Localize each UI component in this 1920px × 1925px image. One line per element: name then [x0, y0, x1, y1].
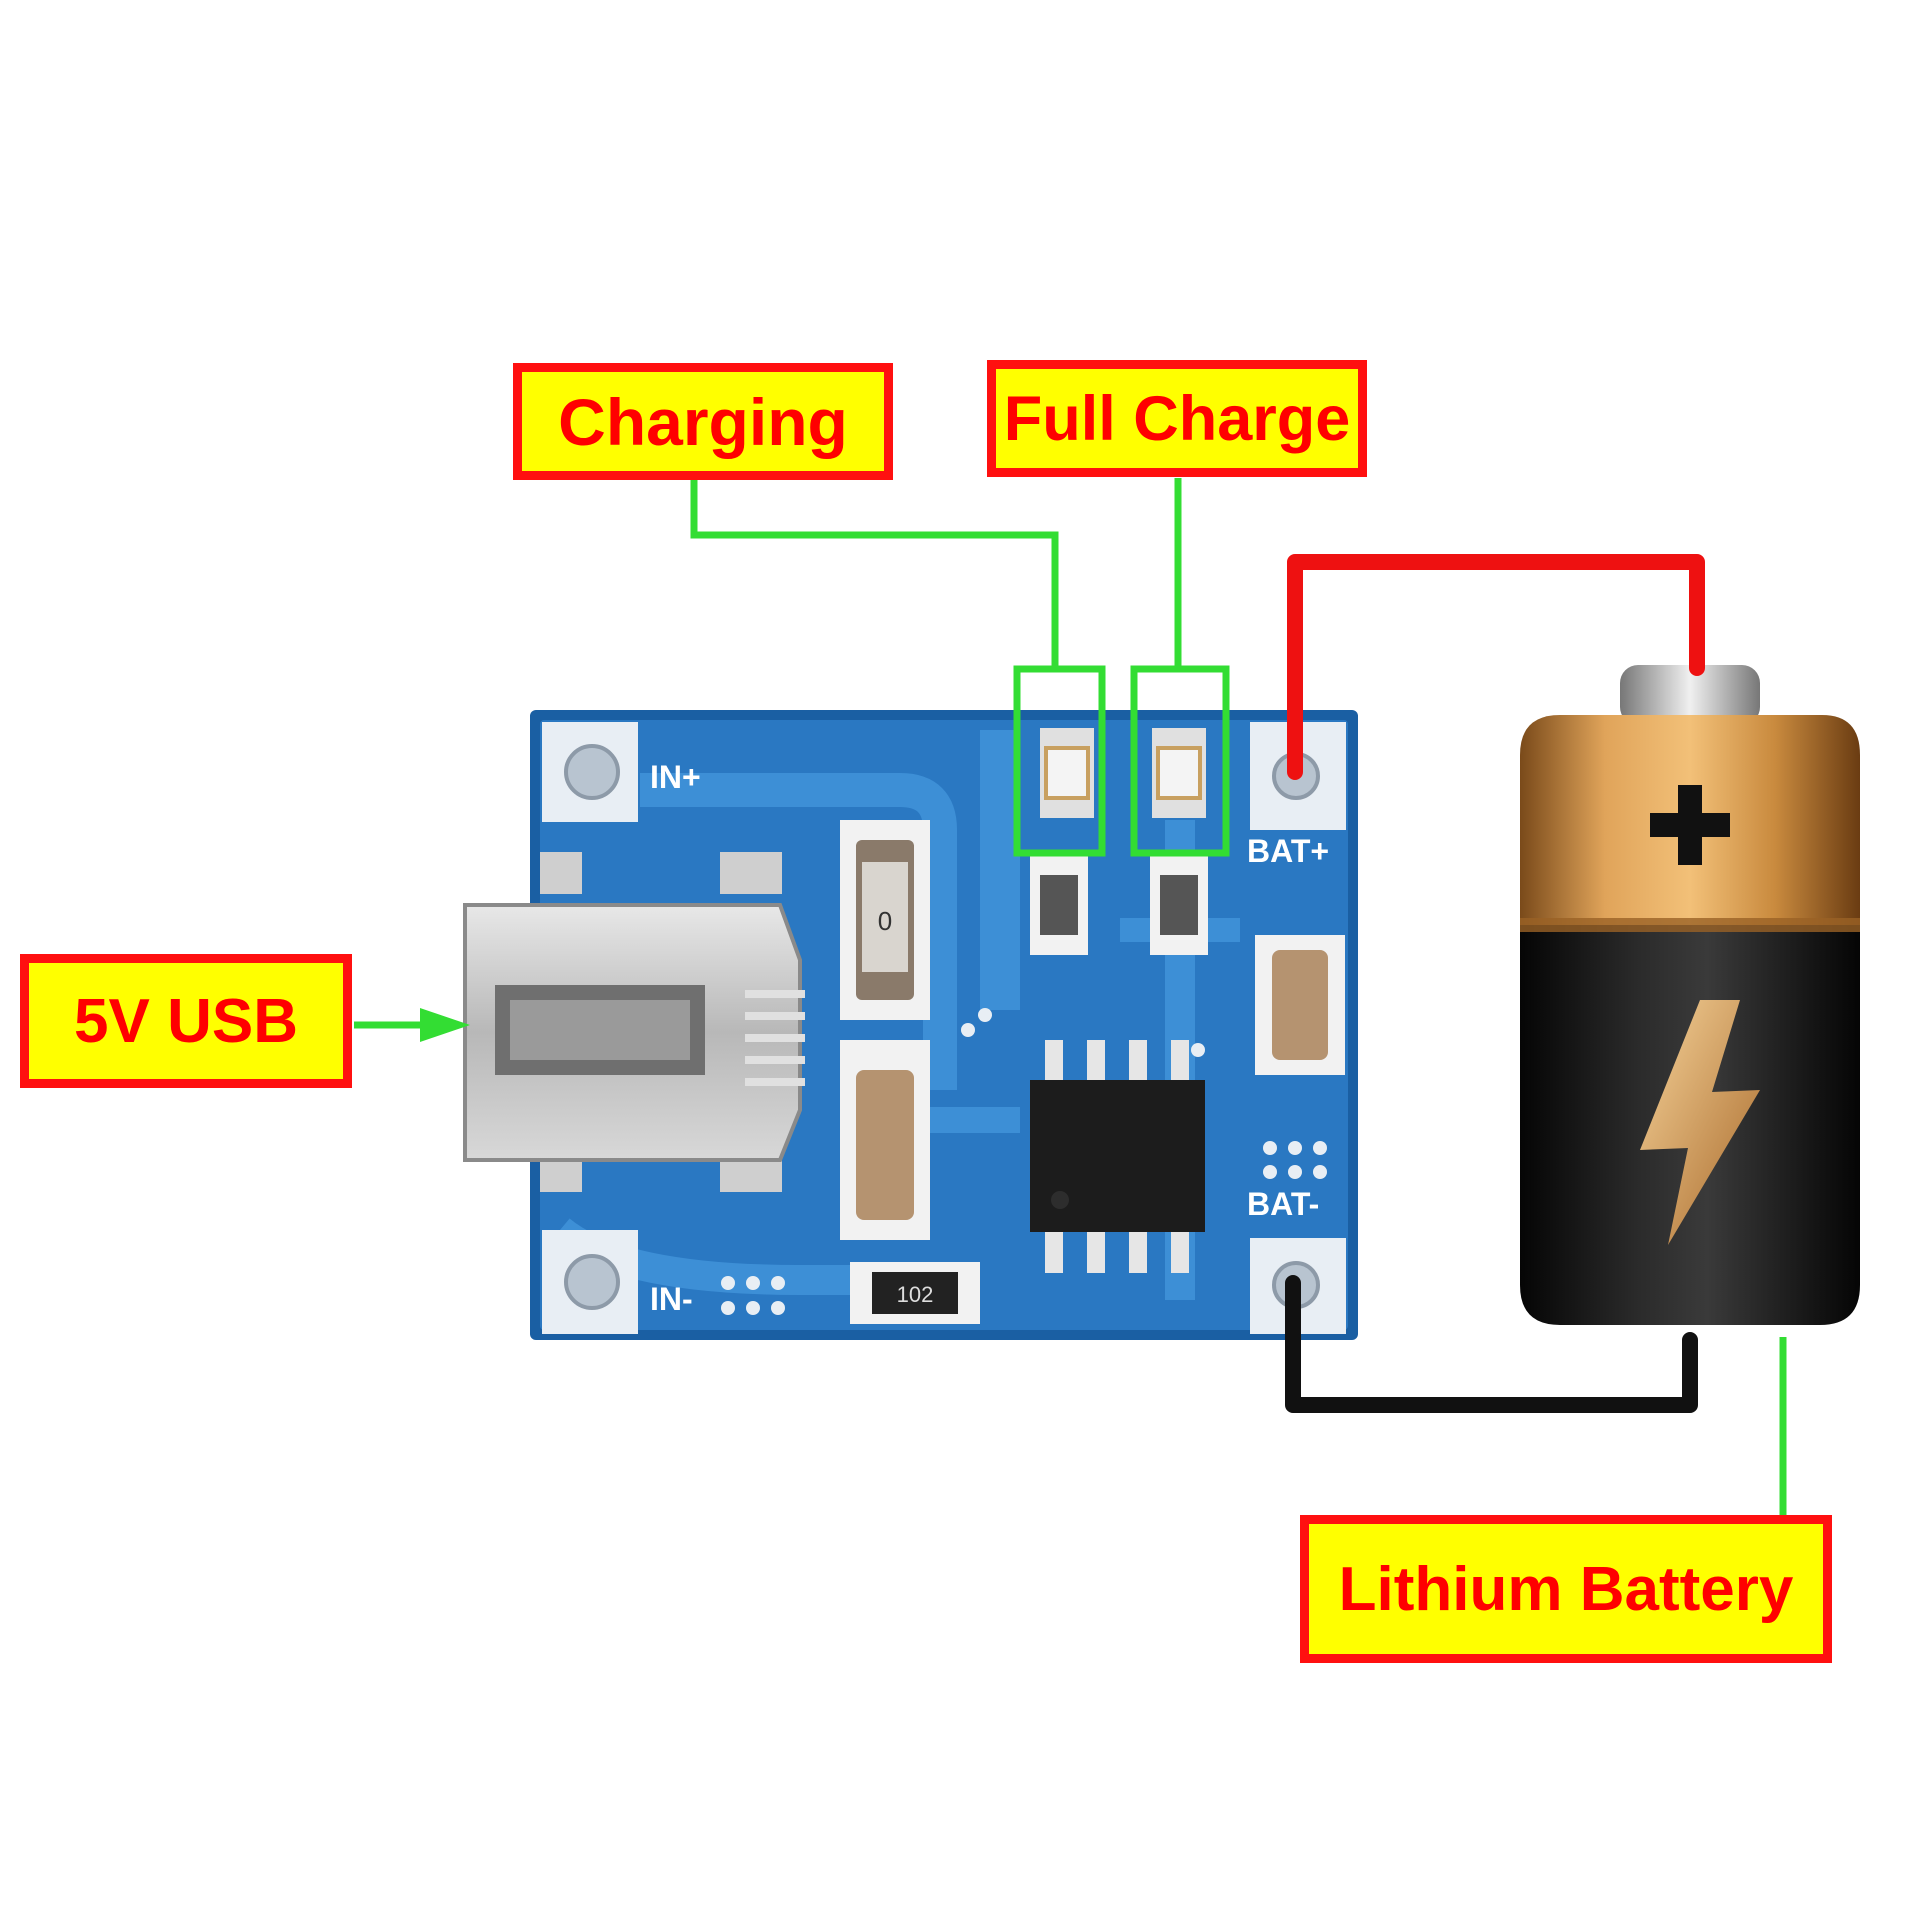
charging-label-text: Charging: [558, 384, 848, 459]
ic-body: [1030, 1080, 1205, 1232]
charging-led-lens: [1044, 746, 1090, 800]
plus-icon: [1650, 785, 1730, 865]
usb-input-label-text: 5V USB: [74, 986, 298, 1056]
full-charge-led-lens: [1156, 746, 1202, 800]
in-plus-silkscreen: IN+: [650, 759, 701, 795]
charger-board: IN+ IN- BAT+ BAT- 0: [463, 710, 1358, 1340]
led-resistor: [1160, 875, 1198, 935]
full-charge-led-highlight: [1130, 665, 1230, 857]
usb-input-label: 5V USB: [20, 954, 352, 1088]
full-charge-label: Full Charge: [987, 360, 1367, 477]
battery-terminal-cap: [1620, 665, 1760, 725]
resistor-102: [872, 1272, 958, 1314]
positive-wire: [1287, 554, 1705, 780]
resistor-body: [862, 862, 908, 972]
capacitor: [1272, 950, 1328, 1060]
resistor-102-code: 102: [897, 1282, 934, 1307]
pcb-trace: [640, 773, 957, 1090]
mini-usb-connector: [463, 852, 805, 1192]
negative-wire: [1285, 1275, 1698, 1413]
resistor-code: 0: [878, 906, 892, 936]
charging-led-highlight: [1013, 665, 1106, 857]
in-plus-hole: [564, 744, 620, 800]
in-minus-hole: [564, 1254, 620, 1310]
battery-label-text: Lithium Battery: [1338, 1554, 1794, 1624]
usb-arrow-head: [420, 1008, 470, 1042]
via-holes: [721, 1008, 1327, 1315]
bat-plus-silkscreen: BAT+: [1247, 833, 1329, 869]
lightning-icon: [1640, 1000, 1760, 1245]
full-charge-label-text: Full Charge: [1003, 383, 1351, 454]
battery-band: [1520, 918, 1860, 932]
lithium-battery: [1520, 665, 1860, 1325]
bat-minus-silkscreen: BAT-: [1247, 1186, 1319, 1222]
charging-label: Charging: [513, 363, 893, 480]
charging-leader-line: [690, 480, 1059, 667]
capacitor: [856, 1070, 914, 1220]
led-resistor: [1040, 875, 1078, 935]
ic-pin1-mark: [1051, 1191, 1069, 1209]
charger-ic: [1030, 1040, 1205, 1273]
battery-label: Lithium Battery: [1300, 1515, 1832, 1663]
in-minus-silkscreen: IN-: [650, 1281, 693, 1317]
